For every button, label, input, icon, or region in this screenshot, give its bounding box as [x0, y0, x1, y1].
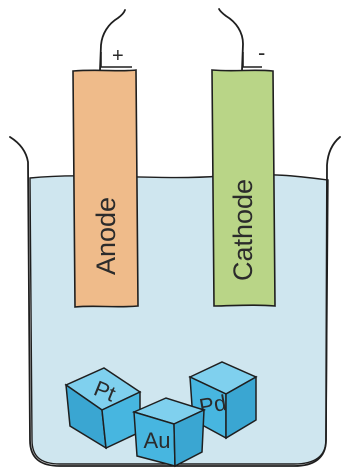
- cathode-polarity-label: -: [258, 40, 265, 65]
- cathode-wire: [218, 8, 244, 71]
- wires: [99, 8, 244, 71]
- metal-cube-pt: Pt: [64, 367, 142, 450]
- cathode-electrode: Cathode: [211, 69, 276, 307]
- cathode-body: [211, 69, 276, 307]
- anode-terminal: [100, 52, 132, 68]
- metal-cube-au: Au: [131, 397, 207, 468]
- beaker: [9, 136, 341, 467]
- anode-wire: [99, 9, 126, 71]
- anode-electrode: Anode: [72, 69, 139, 308]
- metal-symbol-au: Au: [144, 428, 171, 453]
- anode-label: Anode: [91, 197, 121, 275]
- anode-polarity-label: +: [112, 45, 124, 67]
- anode-body: [72, 69, 139, 308]
- cathode-label: Cathode: [228, 179, 258, 281]
- cathode-terminal: [242, 52, 262, 68]
